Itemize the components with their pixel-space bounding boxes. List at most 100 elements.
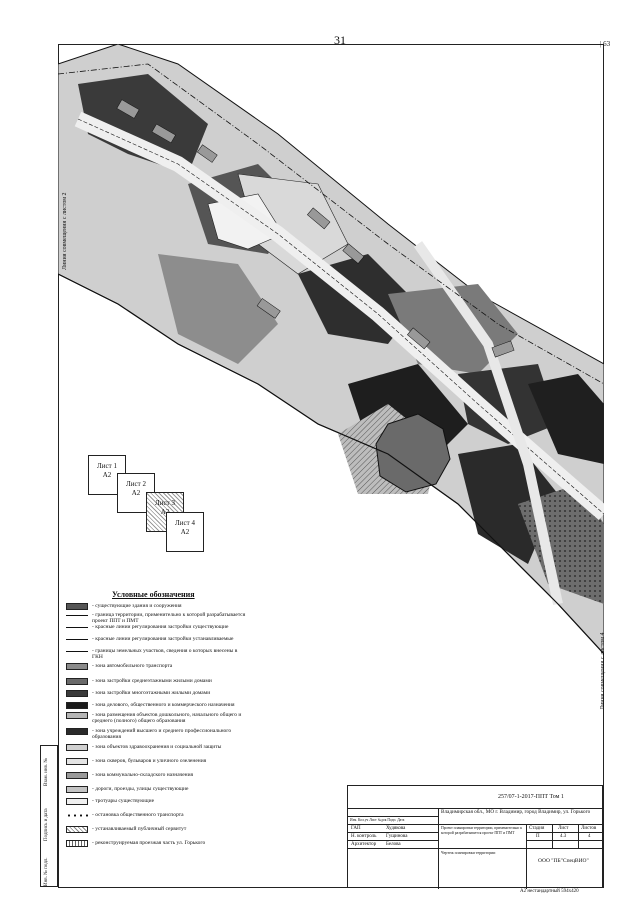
key-sheet-1-label: Лист 1 (97, 462, 117, 470)
legend-text: - зона делового, общественного и коммерч… (92, 702, 235, 708)
legend-text: - зона скверов, бульваров и уличного озе… (92, 758, 207, 764)
key-sheet-3-label: Лист 3 (155, 499, 175, 507)
legend-text: - устанавливаемый публичный сервитут (92, 826, 187, 832)
title-block: 257/07-1-2017-ППТ Том 1 Владимирская обл… (347, 785, 604, 889)
page-number: 31 (334, 33, 346, 47)
zone-dark-1 (78, 74, 208, 174)
legend-text: - красные линии регулирования застройки … (92, 636, 234, 642)
legend-swatch (66, 663, 88, 670)
key-sheet-4-format: А2 (180, 528, 190, 536)
legend-swatch (66, 812, 88, 819)
planning-boundary (58, 273, 604, 655)
legend-item: - существующие здания и сооружения (66, 603, 246, 610)
headers-row: Изм. Кол.уч Лист №док Подп. Дата (350, 818, 405, 822)
stamp-signature-date: Подпись и дата (44, 808, 49, 841)
building-blocks (116, 99, 515, 358)
octagon-building (375, 413, 451, 493)
legend-text: - зона коммунально-складского назначения (92, 772, 194, 778)
project-code: 257/07-1-2017-ППТ Том 1 (498, 794, 564, 800)
legend-item: - границы земельных участков, сведения о… (66, 648, 246, 660)
name-architect: Белова (386, 842, 401, 847)
red-line (58, 63, 604, 385)
legend-text: - зона размещения объектов дошкольного, … (92, 712, 242, 724)
legend-item: - красные линии регулирования застройки … (66, 624, 246, 630)
stage-value: П (536, 834, 540, 839)
key-sheet-3-format: А2 (160, 508, 170, 516)
project-address: Владимирская обл., МО г. Владимир, город… (441, 809, 591, 815)
legend-text: - дороги, проезды, улицы существующие (92, 786, 189, 792)
name-norm-control: Гущинова (386, 834, 408, 839)
legend-item: - зона застройки среднеэтажными жилыми д… (66, 678, 246, 685)
match-line-right: Линия совмещения с листом 4 (600, 632, 606, 710)
legend-title: Условные обозначения (112, 590, 195, 599)
legend-text: - тротуары существующие (92, 798, 155, 804)
legend-item: - реконструируемая проезжая часть ул. Го… (66, 840, 246, 847)
legend-text: - остановка общественного транспорта (92, 812, 184, 818)
sheet-value: 4.3 (560, 834, 567, 839)
legend-swatch (66, 826, 88, 833)
legend-item: - устанавливаемый публичный сервитут (66, 826, 246, 833)
legend-swatch (66, 772, 88, 779)
legend-text: - реконструируемая проезжая часть ул. Го… (92, 840, 206, 846)
legend-item: - зона делового, общественного и коммерч… (66, 702, 246, 709)
company-name: ООО "ПБ"СпецВИО" (538, 858, 589, 864)
legend-item: - зона автомобильного транспорта (66, 663, 246, 670)
legend-item: - тротуары существующие (66, 798, 246, 805)
legend-item: - остановка общественного транспорта (66, 812, 246, 819)
legend-swatch (66, 690, 88, 697)
drawing-title: Чертеж планировки территории (441, 850, 496, 855)
sheet-code: | 63 (600, 40, 611, 48)
legend-text: - зона учреждений высшего и среднего про… (92, 728, 232, 740)
legend-text: - зона застройки многоэтажными жилыми до… (92, 690, 211, 696)
sheets-header: Листов (581, 826, 597, 831)
stamp-replace-inv: Взам. инв. № (44, 757, 49, 786)
cross-road (413, 241, 563, 606)
legend-item: - зона коммунально-складского назначения (66, 772, 246, 779)
legend-text: - зона застройки среднеэтажными жилыми д… (92, 678, 212, 684)
key-sheet-4: Лист 4 А2 (166, 512, 204, 552)
legend-swatch (66, 678, 88, 685)
legend-swatch (66, 702, 88, 709)
stage-header: Стадия (529, 826, 545, 831)
legend-text: - граница территории, применительно к ко… (92, 612, 246, 624)
sheets-value: 4 (588, 834, 591, 839)
legend-swatch (66, 712, 88, 719)
name-gap: Худякова (386, 826, 406, 831)
left-margin-stamp: Взам. инв. № Подпись и дата Инв. № подл. (40, 745, 58, 887)
role-norm-control: Н. контроль (351, 834, 377, 839)
planning-map (58, 44, 604, 655)
legend-swatch (66, 786, 88, 793)
legend-swatch (66, 758, 88, 765)
legend-text: - зона автомобильного транспорта (92, 663, 173, 669)
legend-text: - красные линии регулирования застройки … (92, 624, 229, 630)
legend-text: - границы земельных участков, сведения о… (92, 648, 238, 660)
legend-item: - дороги, проезды, улицы существующие (66, 786, 246, 793)
role-gap: ГАП (351, 826, 361, 831)
stamp-inv-original: Инв. № подл. (44, 857, 49, 887)
match-line-left: Линия совмещения с листом 2 (62, 192, 68, 270)
legend-item: - граница территории, применительно к ко… (66, 612, 246, 624)
legend-item: - зона объектов здравоохранения и социал… (66, 744, 246, 751)
role-architect: Архитектор (351, 842, 377, 847)
project-title: Проект планировки территории, применител… (441, 826, 523, 835)
legend-item: - зона скверов, бульваров и уличного озе… (66, 758, 246, 765)
legend-swatch (66, 744, 88, 751)
legend-swatch (66, 840, 88, 847)
key-sheet-1-format: А2 (102, 471, 112, 479)
zone-mid-2 (158, 254, 278, 364)
legend-swatch (66, 627, 88, 628)
key-sheet-2-label: Лист 2 (126, 480, 146, 488)
gorkogo-street-edge (77, 118, 604, 515)
legend-swatch (66, 603, 88, 610)
legend-swatch (66, 651, 88, 652)
format-note: А2 нестандартный 594х420 (520, 889, 579, 894)
legend-swatch (66, 615, 88, 616)
key-sheet-2-format: А2 (131, 489, 141, 497)
legend-item: - зона размещения объектов дошкольного, … (66, 712, 246, 724)
legend-text: - зона объектов здравоохранения и социал… (92, 744, 222, 750)
legend-swatch (66, 639, 88, 640)
legend-swatch (66, 728, 88, 735)
key-sheet-4-label: Лист 4 (175, 519, 195, 527)
legend-item: - красные линии регулирования застройки … (66, 636, 246, 642)
sheet-header: Лист (558, 826, 569, 831)
